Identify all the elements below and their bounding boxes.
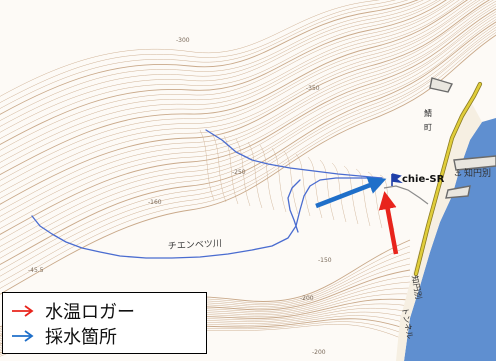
contour-line: [0, 29, 496, 283]
contour-line: [0, 0, 441, 139]
contour-line: [0, 3, 496, 223]
contour-line: [211, 132, 227, 203]
contour-line: [0, 0, 455, 157]
elevation-label: -200: [312, 349, 326, 356]
contour-line: [0, 0, 477, 187]
legend-label-sampling: 採水箇所: [45, 326, 117, 348]
contour-line: [0, 16, 496, 253]
contour-line: [0, 0, 494, 211]
valley-road: [383, 185, 429, 205]
elevation-labels: -300 -350 -250 -150 -160 -200 -45.5 -200: [28, 37, 332, 356]
contour-line: [0, 0, 465, 169]
blue-arrow-icon: [12, 329, 34, 342]
contour-line: [0, 0, 396, 103]
contour-line: [283, 150, 299, 215]
contour-line: [295, 153, 311, 217]
contour-line: [235, 138, 251, 207]
red-arrow-icon: [12, 304, 34, 317]
temperature-logger-arrow: [378, 191, 399, 255]
contour-line: [0, 0, 408, 109]
elevation-label: -150: [318, 257, 332, 264]
contour-line: [0, 0, 460, 163]
contour-line: [0, 0, 380, 97]
legend-item-sampling: 採水箇所: [11, 323, 198, 348]
contour-line: [0, 0, 424, 121]
tunnel-label: 知円別: [410, 275, 424, 300]
contour-line: [0, 0, 452, 151]
contour-line: [0, 0, 447, 146]
contour-line: [0, 19, 496, 259]
legend-item-logger: 水温ロガー: [11, 298, 198, 323]
contour-line: [259, 144, 275, 211]
contour-line: [0, 11, 496, 241]
contour-line: [0, 13, 496, 247]
contour-line: [223, 135, 239, 205]
site-label: chie-SR: [402, 174, 445, 185]
contour-line: [0, 0, 419, 115]
contour-line: [0, 0, 473, 181]
anchor-icon: ⚓: [454, 169, 462, 179]
contour-line: [0, 0, 486, 199]
river-name-label: チエンベツ川: [168, 238, 223, 252]
place-label: 鯖: [424, 108, 432, 118]
contour-line: [0, 21, 496, 266]
contour-line: [0, 24, 496, 271]
contour-line: [0, 0, 481, 193]
contour-line: [331, 162, 347, 223]
elevation-label: -250: [232, 169, 246, 176]
contour-line: [0, 6, 496, 229]
coastal-road-fill: [414, 82, 482, 276]
sampling-point-arrow: [315, 176, 387, 209]
contour-line: [0, 32, 496, 289]
contour-line: [271, 147, 287, 213]
flag-icon: [391, 173, 403, 186]
contour-line: [0, 0, 431, 127]
contour-line: [0, 0, 496, 217]
legend-label-logger: 水温ロガー: [45, 301, 135, 323]
harbor-label: 知円別: [464, 167, 491, 179]
contour-line: [247, 141, 263, 209]
river-system: [31, 129, 383, 259]
elevation-label: -160: [148, 199, 162, 206]
contour-line: [307, 156, 323, 219]
contour-line: [0, 0, 491, 205]
place-label: 町: [424, 123, 432, 132]
contour-line: [0, 27, 496, 277]
map-legend: 水温ロガー 採水箇所: [2, 292, 207, 354]
contour-line: [343, 165, 359, 225]
contour-line: [199, 129, 215, 201]
contour-line: [0, 0, 438, 133]
sampling-site-marker: [391, 173, 403, 186]
elevation-label: -300: [176, 37, 190, 44]
contour-line: [0, 0, 468, 176]
contour-line: [0, 8, 496, 235]
elevation-label: -45.5: [28, 267, 44, 274]
elevation-label: -350: [306, 85, 320, 92]
harbor-structures: [429, 77, 496, 199]
contour-line: [319, 159, 335, 221]
sea-area: [404, 118, 496, 361]
contour-line: [0, 34, 496, 295]
elevation-label: -200: [300, 295, 314, 302]
